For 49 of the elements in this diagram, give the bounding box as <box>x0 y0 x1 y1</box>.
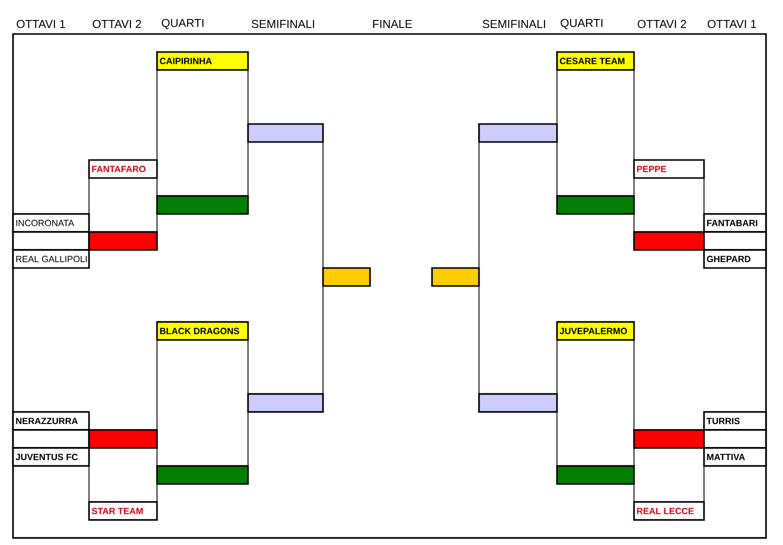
empty-slot <box>156 195 249 215</box>
column-header: OTTAVI 1 <box>708 20 756 28</box>
column-header: FINALE <box>373 20 412 28</box>
column-header: OTTAVI 2 <box>92 20 142 28</box>
bracket-line <box>156 214 158 232</box>
empty-slot <box>322 267 371 287</box>
column-header: QUARTI <box>560 18 602 30</box>
column-header: QUARTI <box>162 18 204 30</box>
empty-slot <box>247 393 324 413</box>
empty-slot <box>556 195 635 215</box>
bracket-line <box>556 340 558 394</box>
team-box: STAR TEAM <box>88 501 158 521</box>
empty-slot <box>478 393 558 413</box>
bracket-line <box>156 340 158 466</box>
team-box: PEPPE <box>633 159 705 179</box>
bracket-line <box>88 466 90 502</box>
team-box: NERAZZURRA <box>12 411 90 431</box>
empty-slot <box>156 465 249 485</box>
team-box: BLACK DRAGONS <box>156 321 249 341</box>
bracket-line <box>88 178 90 214</box>
column-header: SEMIFINALI <box>252 20 314 28</box>
bracket-line <box>556 142 558 196</box>
team-box: REAL GALLIPOLI <box>12 249 90 269</box>
column-header: OTTAVI 2 <box>638 20 686 28</box>
team-box: INCORONATA <box>12 213 90 233</box>
team-box: FANTAFARO <box>88 159 158 179</box>
column-header: OTTAVI 1 <box>16 20 66 28</box>
team-box: MATTIVA <box>703 447 767 467</box>
team-box: REAL LECCE <box>633 501 705 521</box>
team-box: JUVEPALERMO <box>556 321 635 341</box>
bracket-line <box>556 412 558 466</box>
column-header: SEMIFINALI <box>482 20 546 28</box>
empty-slot <box>556 465 635 485</box>
bracket-line <box>478 142 480 268</box>
bracket-line <box>322 286 324 394</box>
team-box: TURRIS <box>703 411 767 431</box>
bracket-line <box>156 70 158 196</box>
empty-slot <box>247 123 324 143</box>
team-box: GHEPARD <box>703 249 767 269</box>
bracket-line <box>322 142 324 268</box>
empty-slot <box>431 267 480 287</box>
bracket-line <box>156 484 158 502</box>
empty-slot <box>478 123 558 143</box>
team-box: FANTABARI <box>703 213 767 233</box>
bracket-line <box>478 286 480 394</box>
team-box: JUVENTUS FC <box>12 447 90 467</box>
team-box: CESARE TEAM <box>556 51 635 71</box>
team-box: CAIPIRINHA <box>156 51 249 71</box>
bracket-line <box>556 70 558 124</box>
